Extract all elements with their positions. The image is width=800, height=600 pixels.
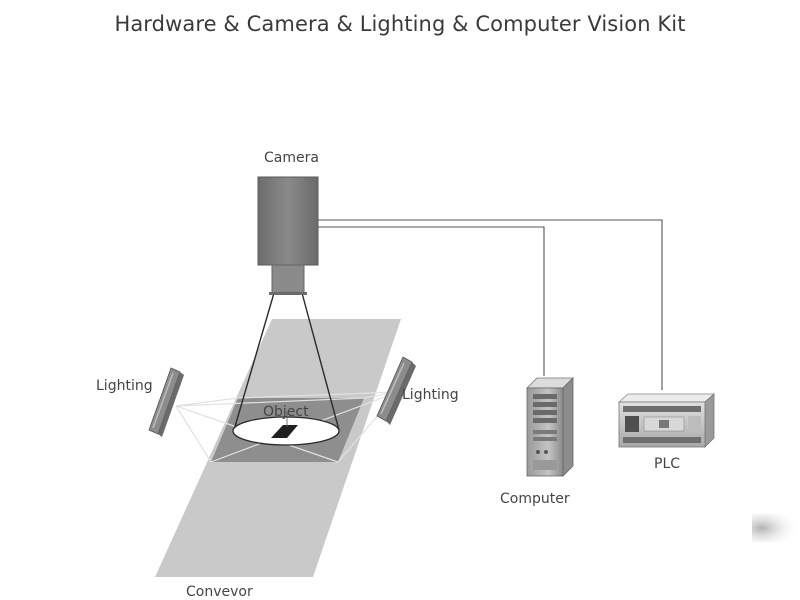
camera-icon <box>257 176 319 295</box>
plc-label: PLC <box>654 456 681 472</box>
left-lighting-icon <box>148 367 184 437</box>
diagram-title: Hardware & Camera & Lighting & Computer … <box>114 12 686 36</box>
object-icon <box>271 425 298 438</box>
object-label: Object <box>263 404 309 420</box>
plc-icon <box>617 393 716 448</box>
camera-label: Camera <box>264 150 319 166</box>
camera-cables <box>318 219 663 390</box>
right-lighting-icon <box>376 356 416 425</box>
computer-tower-icon <box>526 377 574 477</box>
lighting-left-label: Lighting <box>96 378 153 394</box>
decorative-shadow <box>752 514 800 542</box>
lighting-right-label: Lighting <box>402 387 459 403</box>
computer-label: Computer <box>500 491 570 507</box>
conveyor-label: Convevor <box>186 584 253 600</box>
